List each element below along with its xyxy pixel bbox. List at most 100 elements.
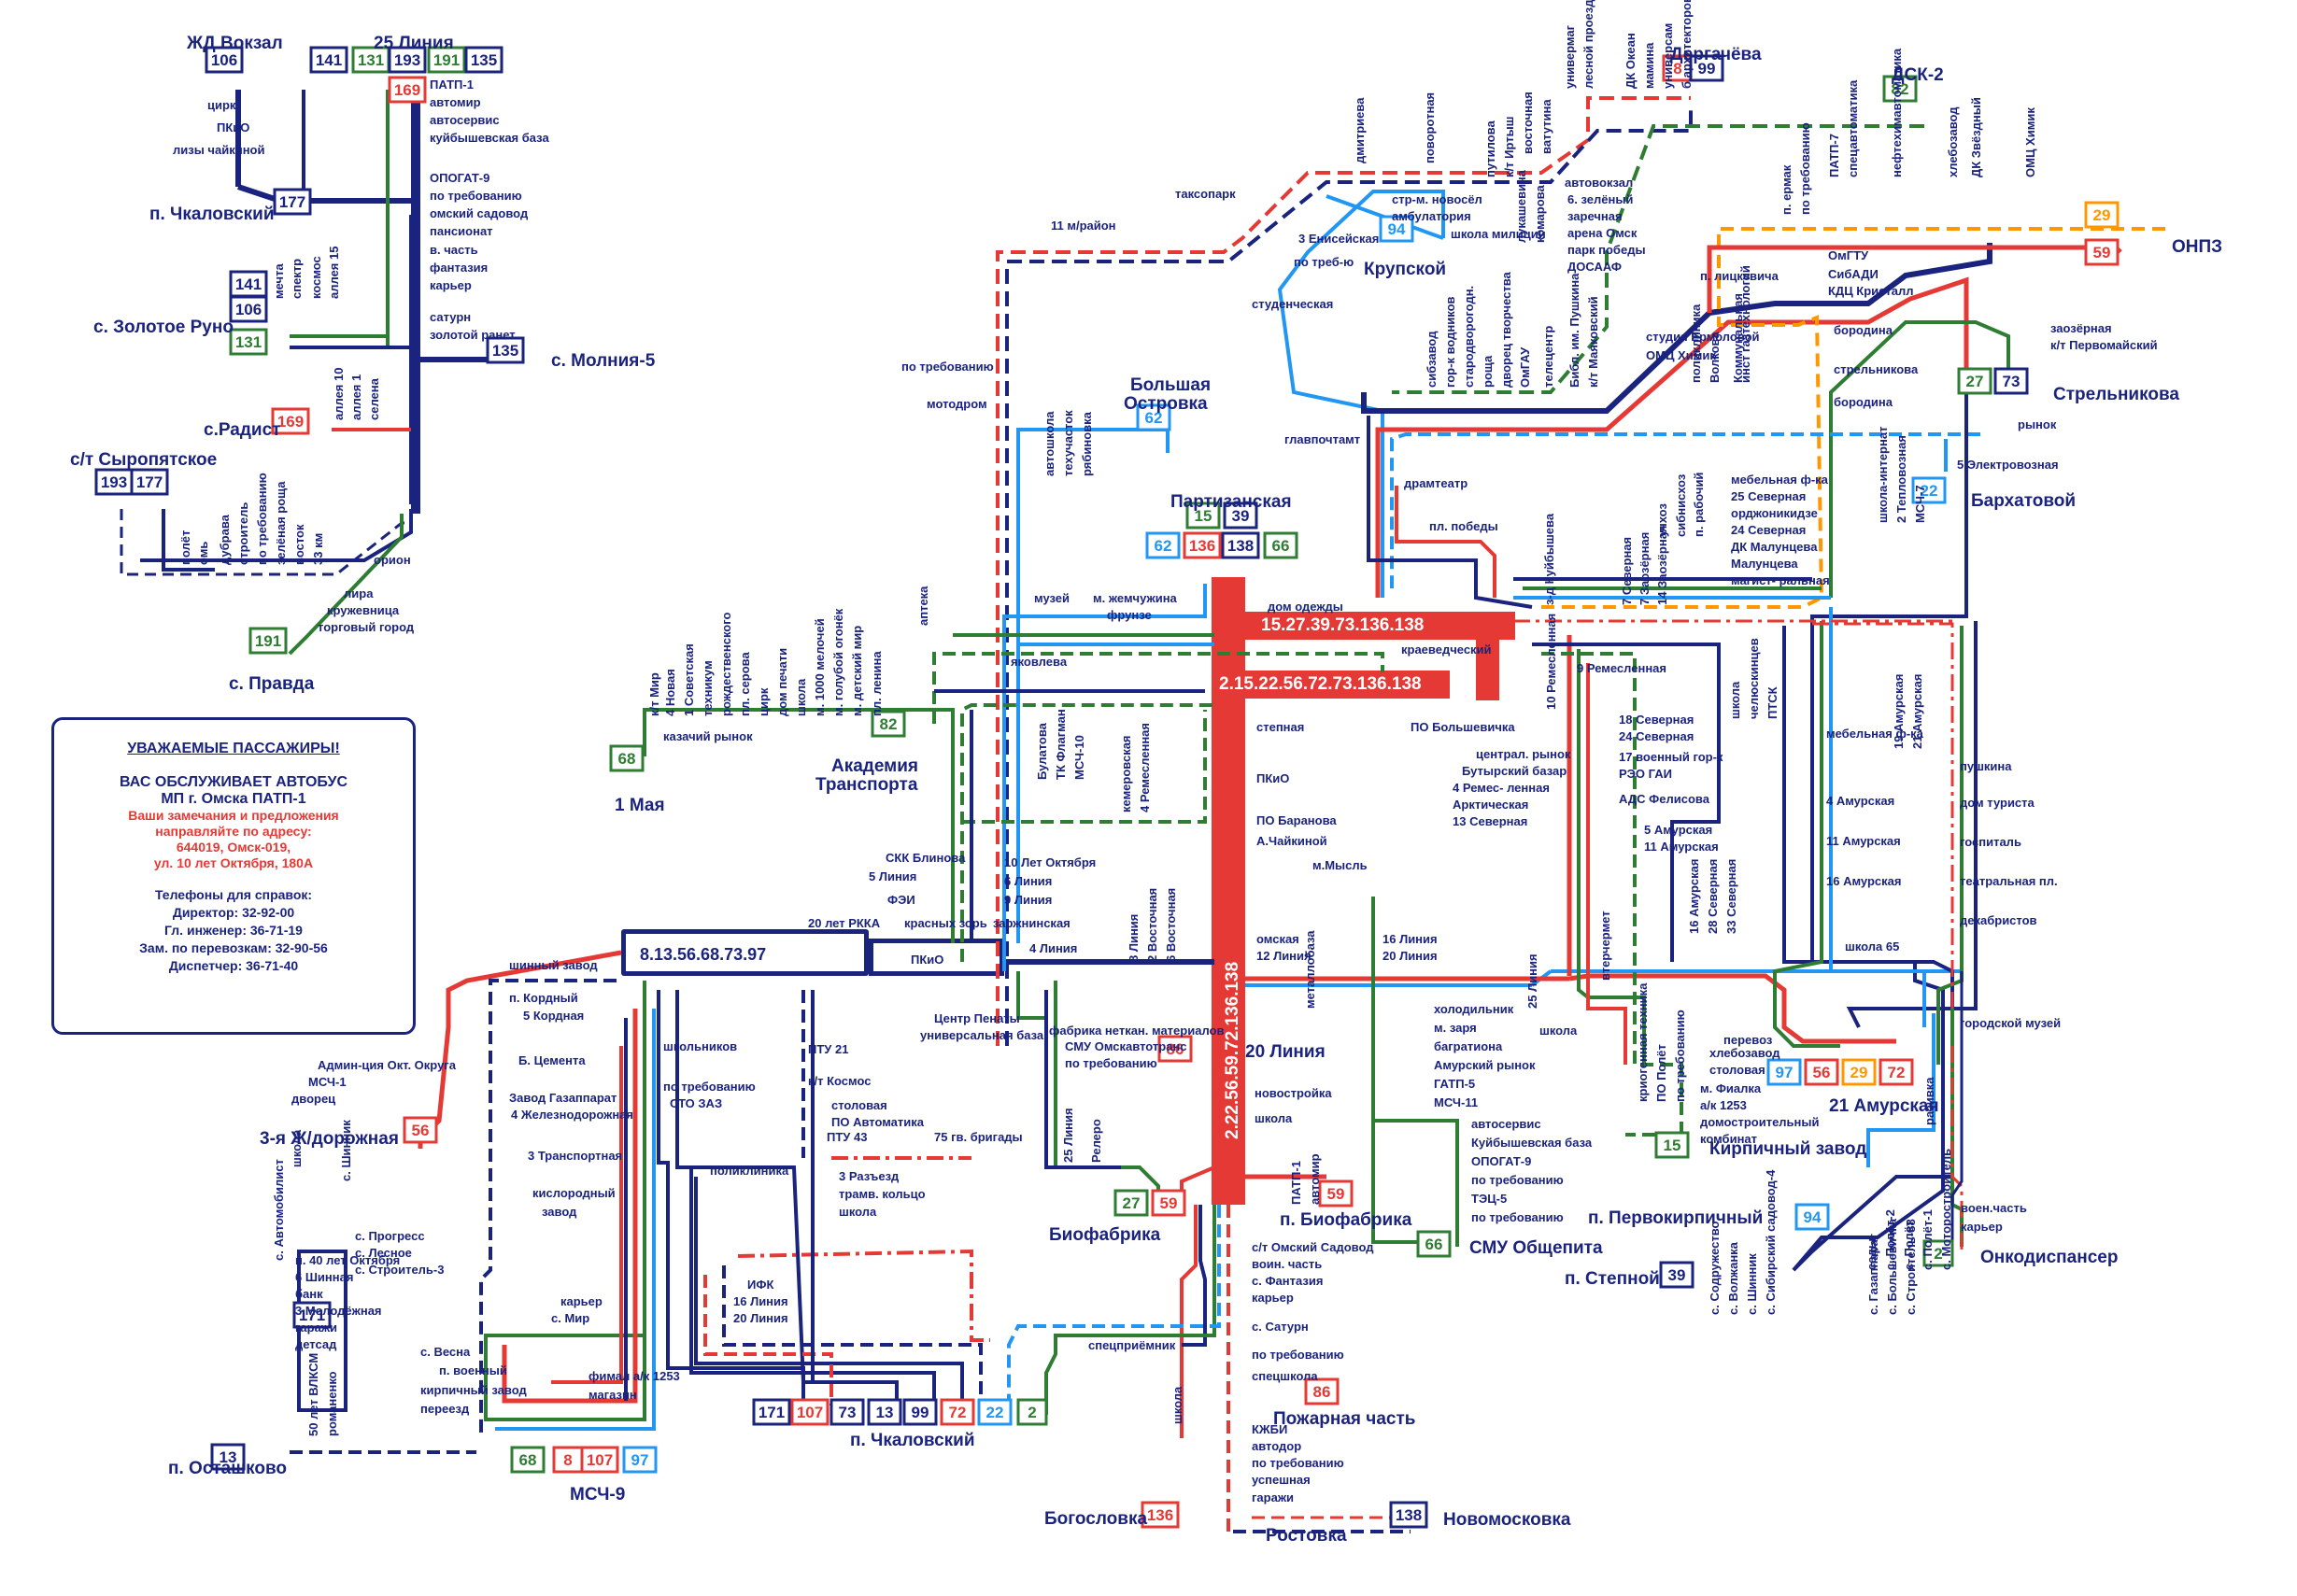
- route-box-73: 73: [1993, 367, 2029, 395]
- stop-label: по требованию: [1471, 1210, 1564, 1224]
- stop-bogoslovka: Богословка: [1044, 1509, 1147, 1529]
- route-box-label: 68: [618, 750, 636, 768]
- route-box-label: 99: [1698, 60, 1716, 78]
- stop-label: сибзавод: [1425, 331, 1439, 388]
- stop-label: 20 Линия: [1382, 949, 1438, 963]
- stop-label: автомир: [430, 95, 481, 109]
- route-box-169: 169: [388, 76, 427, 104]
- route-box-label: 135: [492, 342, 518, 360]
- stop-label: 5 Амурская: [1644, 823, 1712, 837]
- stop-label: Малунцева: [1731, 557, 1798, 571]
- stop-label: воен.часть: [1961, 1201, 2027, 1215]
- stop-label: Арктическая: [1453, 798, 1528, 812]
- route-box-171: 171: [752, 1398, 791, 1426]
- stop-label: 9 Линия: [1004, 893, 1052, 907]
- route-box-86: 86: [1157, 1035, 1193, 1063]
- stop-label: студия Ермоловой: [1646, 330, 1760, 344]
- route-box-label: 94: [1804, 1208, 1822, 1226]
- route-box-label: 2: [1028, 1404, 1036, 1421]
- stop-ostrovka: Островка: [1124, 394, 1208, 414]
- stop-label: м. заря: [1434, 1021, 1477, 1035]
- stop-label: 20 Линия: [733, 1311, 788, 1325]
- stop-onkodisp: Онкодиспансер: [1980, 1248, 2118, 1267]
- stop-label: к/т Космос: [808, 1074, 871, 1088]
- stop-label: з-д Куйбышева: [1542, 513, 1556, 605]
- route-box-label: 177: [136, 473, 163, 491]
- stop-label: техникум: [701, 660, 715, 716]
- stop-label: ИФК: [747, 1278, 773, 1292]
- route-box-label: 8: [563, 1451, 572, 1469]
- stop-label: переезд: [420, 1402, 470, 1416]
- stop-label: с. Весна: [420, 1345, 471, 1359]
- stop-label: 10 Ремесленная: [1544, 614, 1558, 710]
- route-box-106: 106: [229, 295, 268, 323]
- stop-label: холодильник: [1434, 1002, 1514, 1016]
- stop-label: строитель: [236, 502, 250, 565]
- stop-label: ПКиО: [217, 120, 249, 134]
- stop-label: металлобаза: [1303, 930, 1317, 1009]
- stop-smu: СМУ Общепита: [1469, 1238, 1603, 1258]
- stop-label: краеведческий: [1401, 643, 1492, 657]
- major-stops: ЖД Вокзал 25 Линия п. Чкаловский с. Золо…: [70, 34, 2222, 1546]
- core-routes: [290, 96, 2165, 1533]
- stop-label: 75 гв. бригады: [934, 1130, 1023, 1144]
- stop-syropyatskoe: с/т Сыропятское: [70, 450, 217, 470]
- route-box-label: 15: [1664, 1137, 1681, 1154]
- stop-label: автомир: [1308, 1153, 1322, 1205]
- stop-label: арена Омск: [1567, 226, 1638, 240]
- stop-label: КДЦ Кристалл: [1828, 284, 1914, 298]
- info-red2: направляйте по адресу:: [155, 824, 312, 839]
- stop-label: 11 Амурская: [1644, 840, 1719, 854]
- stop-label: по требованию: [1252, 1348, 1344, 1362]
- stop-label: криогенная техника: [1636, 982, 1650, 1102]
- route-box-label: 191: [255, 632, 281, 650]
- stop-label: дом печати: [775, 648, 789, 716]
- stop-label: 11 Амурская: [1826, 834, 1901, 848]
- stop-label: заречная: [1567, 209, 1623, 223]
- stop-p-biofabrika: п. Биофабрика: [1280, 1210, 1412, 1230]
- route-box-29: 29: [1841, 1058, 1877, 1086]
- vertical-label: 2.22.56.59.72.136.138: [1223, 962, 1242, 1139]
- stop-label: 2 Восточная: [1145, 888, 1159, 962]
- route-box-68: 68: [510, 1446, 546, 1474]
- stop-label: аптека: [916, 586, 930, 626]
- stop-label: 6 Шинная: [295, 1270, 353, 1284]
- route-box-193: 193: [94, 468, 134, 496]
- stop-label: успешная: [1252, 1473, 1311, 1487]
- route-box-72: 72: [1879, 1058, 1914, 1086]
- stop-krupskoy: Крупской: [1364, 260, 1446, 279]
- stop-label: цирк: [757, 687, 771, 716]
- route-box-label: 59: [1160, 1194, 1178, 1212]
- stop-bolshaya: Большая: [1130, 375, 1211, 395]
- stop-label: ДК Звёздный: [1969, 97, 1983, 177]
- stop-label: универсам: [1661, 23, 1675, 89]
- route-box-label: 39: [1232, 507, 1250, 525]
- stop-label: студенческая: [1252, 297, 1333, 311]
- route-box-label: 82: [880, 715, 898, 733]
- route-box-label: 97: [1776, 1064, 1794, 1081]
- route-box-label: 131: [235, 333, 262, 351]
- route-box-193: 193: [388, 46, 427, 74]
- stop-pervokirpich: п. Первокирпичный: [1588, 1208, 1763, 1228]
- stop-label: пансионат: [430, 224, 493, 238]
- route-box-label: 13: [220, 1448, 237, 1466]
- stop-label: автодор: [1252, 1439, 1301, 1453]
- route-box-59: 59: [1318, 1179, 1354, 1208]
- stop-label: мебельная ф-ка: [1731, 473, 1829, 487]
- route-box-label: 141: [235, 275, 262, 293]
- route-box-label: 141: [316, 51, 342, 69]
- stop-label: к/т Мир: [647, 672, 661, 716]
- stop-label: детсад: [295, 1337, 337, 1351]
- stop-label: яковлева: [1011, 655, 1068, 669]
- stop-label: по требованию: [430, 189, 522, 203]
- stop-label: автошкола: [1042, 411, 1056, 476]
- stop-label: мебельная ф-ка: [1826, 727, 1924, 741]
- stop-label: по требованию: [1065, 1056, 1157, 1070]
- stop-zhd-vokzal: ЖД Вокзал: [186, 34, 283, 53]
- route-box-label: 106: [211, 51, 237, 69]
- stop-label: ОПОГАТ-9: [1471, 1154, 1531, 1168]
- stop-label: с. Строитель-88: [1904, 1219, 1918, 1315]
- stop-label: 4 Новая: [663, 669, 677, 716]
- stop-label: степная: [1256, 720, 1304, 734]
- stop-label: 6. зелёный: [1567, 192, 1633, 206]
